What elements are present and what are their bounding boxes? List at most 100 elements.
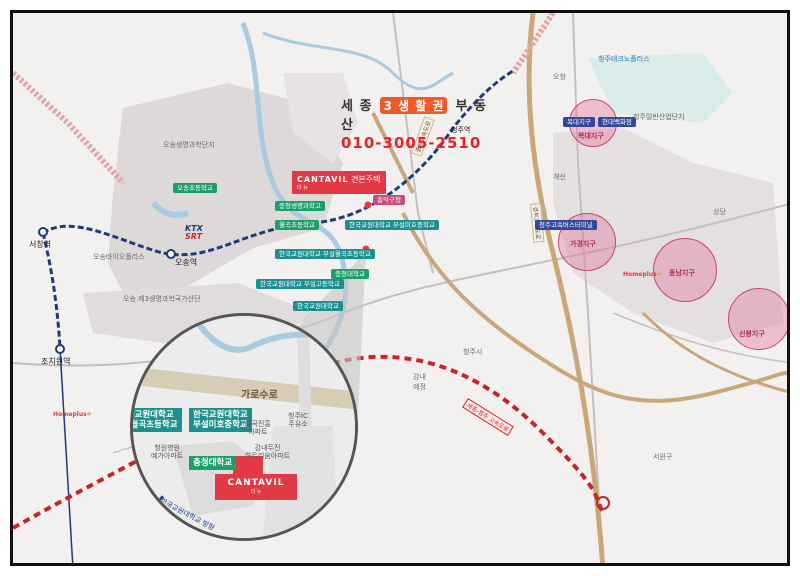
chip-korea-univ-teacher-high[interactable]: 한국교원대학교 부설고등학교 xyxy=(256,279,344,290)
chip-bugdae[interactable]: 복대지구 xyxy=(563,117,595,128)
station-cheongju-label: 청주역 xyxy=(451,126,471,134)
zone-bokdae-label: 복대지구 xyxy=(578,132,604,140)
chip-osong-subway[interactable]: 충청생명과학고 xyxy=(275,201,325,212)
inset-zoom-map: 가로수로 한국교원대학교 부설월곡초등학교 한국교원대학교 부설미호중학교 충청… xyxy=(130,313,358,541)
inset-apt4: 청원병원 예가아파트 xyxy=(151,444,183,460)
homeplus-east-label: Homeplus xyxy=(623,271,657,278)
chip-hyundai[interactable]: 현대백화점 xyxy=(598,117,636,128)
label-yecheong: 예정 xyxy=(413,383,426,391)
zone-sinbong xyxy=(728,288,787,350)
ktx-srt-logo: KTX SRT xyxy=(185,225,203,241)
chip-chungcheong-univ[interactable]: 충청대학교 xyxy=(331,269,369,280)
inset-cantavil-sub: 더 뉴 xyxy=(250,489,262,495)
ktx-label: KTX xyxy=(185,224,203,233)
rail-south-2 xyxy=(59,347,74,563)
zone-sinbong-label: 신봉지구 xyxy=(739,330,765,338)
expressway-east xyxy=(641,311,787,393)
inset-apt2-l1: 청주IC xyxy=(288,412,308,420)
agent-title-b: 3 생 활 권 xyxy=(380,97,448,114)
river-branch xyxy=(262,31,454,91)
inset-apt3-l2: 하트리움아파트 xyxy=(245,452,291,461)
road-b xyxy=(392,13,434,274)
homeplus-west: Homeplus✚ xyxy=(53,411,92,418)
cantavil-showroom-sub: 더 뉴 xyxy=(297,185,308,191)
srt-label: SRT xyxy=(185,232,203,241)
chip-heungdeok[interactable]: 흥덕구청 xyxy=(373,195,405,206)
label-gaeshin: 개신 xyxy=(553,173,566,181)
homeplus-east: Homeplus✚ xyxy=(623,271,662,278)
agent-title-c: 부 동 산 xyxy=(341,99,487,133)
label-osong-3: 오송 제3생명과학국가산단 xyxy=(123,295,201,303)
label-cheongju-city: 청주시 xyxy=(463,348,483,356)
label-osong-bio: 오송바이오폴리스 xyxy=(93,253,145,261)
station-osong-label: 오송역 xyxy=(175,258,198,267)
station-jochiwon[interactable] xyxy=(55,344,65,354)
agent-phone: 010-3005-2510 xyxy=(341,134,482,152)
homeplus-west-label: Homeplus xyxy=(53,411,87,418)
inset-apt1-l1: 칠곡진흥 xyxy=(245,420,271,428)
inset-cantavil-logo[interactable]: CANTAVIL 더 뉴 xyxy=(215,474,297,500)
inset-apt3: 강내두진 하트리움아파트 xyxy=(245,444,290,460)
inset-chip-school1[interactable]: 한국교원대학교 부설월곡초등학교 xyxy=(130,408,182,433)
chip-bongmyeong-seosan[interactable]: 월곡초등학교 xyxy=(275,220,319,231)
inset-road-label: 가로수로 xyxy=(241,390,278,401)
inset-direction-arrow-icon: ⬋ xyxy=(155,492,166,506)
label-gangnae: 강내 xyxy=(413,373,426,381)
rail-planned-west xyxy=(13,70,126,186)
lake xyxy=(150,200,189,218)
inset-chip-chungcheong[interactable]: 충청대학교 xyxy=(189,456,237,471)
station-osong[interactable] xyxy=(166,249,176,259)
inset-apt4-l1: 청원병원 xyxy=(154,444,180,452)
jc-marker xyxy=(596,496,610,510)
rail-south xyxy=(41,232,62,349)
inset-cantavil-brand: CANTAVIL xyxy=(227,478,285,488)
label-cheongju-ilban: 청주일반산업단지 xyxy=(633,113,685,121)
inset-chip-school2-l1: 한국교원대학교 xyxy=(193,410,248,420)
road-e xyxy=(612,312,787,363)
showroom-point xyxy=(364,201,372,209)
techno-polis-area xyxy=(588,53,733,123)
chip-korea-univ-teacher-elem[interactable]: 한국교원대학교 부설월곡초등학교 xyxy=(275,249,375,260)
inset-apt2: 청주IC 주유소 xyxy=(288,412,308,428)
inset-apt1: 칠곡진흥 아파트 xyxy=(245,420,271,436)
chip-korea-univ[interactable]: 한국교원대학교 xyxy=(293,301,343,312)
station-seochang-label: 서창역 xyxy=(29,240,52,249)
cantavil-showroom-marker[interactable]: CANTAVIL 견본주택 더 뉴 xyxy=(292,171,386,194)
station-jochiwon-label: 조치원역 xyxy=(41,357,71,366)
inset-road-garosu xyxy=(133,367,355,410)
inset-chip-school1-l2: 부설월곡초등학교 xyxy=(130,420,178,431)
inset-apt1-l2: 아파트 xyxy=(248,428,268,437)
rail-planned-north xyxy=(510,13,556,75)
expressway-gyeongbu xyxy=(526,13,606,563)
inset-chip-school1-l1: 한국교원대학교 xyxy=(133,410,174,420)
label-seowon: 서원구 xyxy=(653,453,673,461)
inset-apt3-l1: 강내두진 xyxy=(254,444,281,452)
chip-osong-elem[interactable]: 오송초등학교 xyxy=(173,183,217,194)
inset-river xyxy=(190,316,355,353)
expressway-north xyxy=(371,112,415,194)
map-frame: 복대지구 가경지구 동남지구 신봉지구 서창역 오송역 조치원역 KTX SRT… xyxy=(10,10,790,566)
inset-apt2-l2: 주유소 xyxy=(288,420,308,429)
agent-title-a: 세 종 xyxy=(341,99,373,114)
north-area xyxy=(283,73,358,163)
chip-korea-univ-teacher[interactable]: 한국교원대학교 부설미호중학교 xyxy=(345,220,439,231)
inset-chip-school2[interactable]: 한국교원대학교 부설미호중학교 xyxy=(189,408,252,433)
inset-chip-school2-l2: 부설미호중학교 xyxy=(193,420,248,431)
planned-road-sejong-cheongju xyxy=(332,354,605,514)
label-techno: 청주테크노폴리스 xyxy=(598,55,650,63)
label-sangdang: 상당 xyxy=(713,208,726,216)
inset-district xyxy=(263,426,338,536)
homeplus-east-plus-icon: ✚ xyxy=(656,271,662,278)
zone-dongnam xyxy=(653,238,717,302)
expressway-junbu xyxy=(401,212,787,403)
cantavil-showroom-brand: CANTAVIL xyxy=(297,175,349,184)
station-seochang[interactable] xyxy=(38,227,48,237)
inset-apt4-l2: 예가아파트 xyxy=(151,452,184,461)
label-osong-health: 오송생명과학단지 xyxy=(163,141,215,149)
chip-cheongju-terminal[interactable]: 청주고속버스터미널 xyxy=(535,220,597,231)
label-ohchang: 오창 xyxy=(553,73,566,81)
cantavil-showroom-extra: 견본주택 xyxy=(351,175,381,184)
